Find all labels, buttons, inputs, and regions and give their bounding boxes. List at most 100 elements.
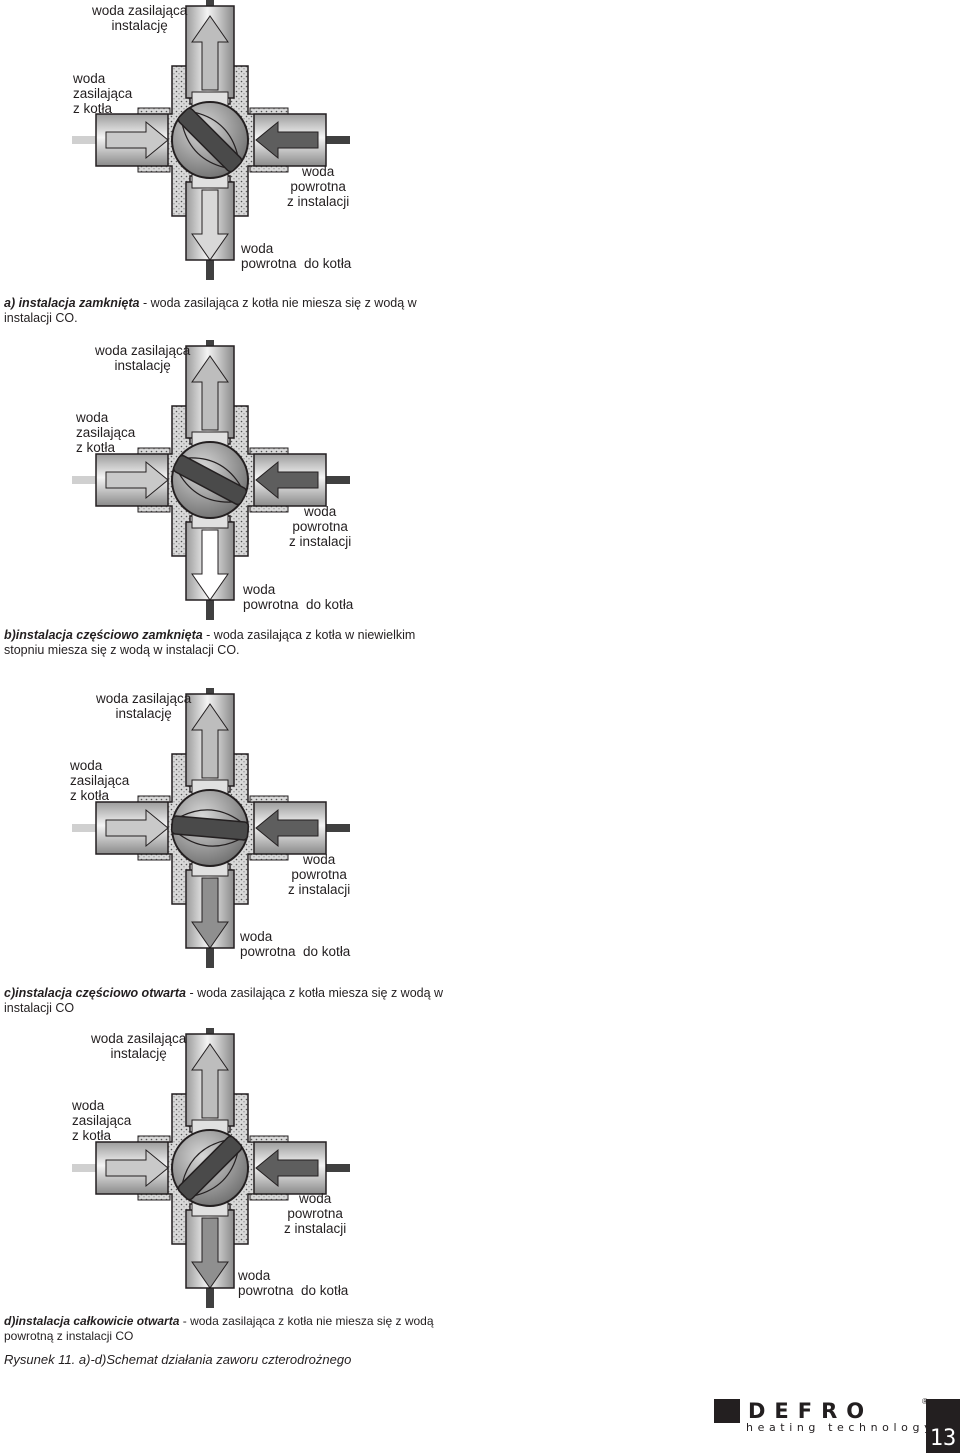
flange-left-bottom: [137, 505, 171, 513]
valve-diagram-c: [72, 688, 350, 968]
rotor-edge-left: [181, 1139, 225, 1183]
flange-right-bottom: [249, 165, 289, 173]
flange-left-top: [137, 1135, 171, 1143]
rotor-edge-left: [181, 125, 225, 169]
pipe-stub-bottom: [206, 1280, 214, 1308]
rotor-blade: [177, 1135, 243, 1201]
arrow-return-to-boiler: [191, 877, 229, 949]
rotor-blade: [170, 815, 250, 841]
valve-diagram-a: [72, 0, 350, 280]
caption-a-text: - woda zasilająca z kotła nie miesza się…: [4, 296, 417, 325]
page-number: 13: [926, 1399, 960, 1453]
registered-mark: ®: [922, 1397, 928, 1406]
caption-d: d)instalacja całkowicie otwarta - woda z…: [4, 1314, 459, 1344]
label-supply-to-install: woda zasilająca instalację: [92, 3, 188, 33]
arrow-supply-from-boiler: [105, 1148, 169, 1188]
arrow-return-from-install: [255, 460, 319, 500]
label-supply-to-install: woda zasilająca instalację: [95, 343, 191, 373]
flange-left-bottom: [137, 1193, 171, 1201]
arrow-supply-to-install: [191, 15, 229, 91]
pipe-stub-bottom: [206, 252, 214, 280]
arrow-supply-to-install: [191, 1043, 229, 1119]
caption-c-text: - woda zasilająca z kotła miesza się z w…: [4, 986, 444, 1015]
label-supply-from-boiler: woda zasilająca z kotła: [70, 758, 130, 803]
label-return-to-boiler: woda powrotna do kotła: [240, 929, 351, 959]
label-supply-from-boiler: woda zasilająca z kotła: [72, 1098, 132, 1143]
pipe-stub-right: [324, 136, 350, 144]
pipe-stub-bottom: [206, 592, 214, 620]
rotor-edge-left: [178, 833, 240, 847]
figure-caption: Rysunek 11. a)-d)Schemat działania zawor…: [4, 1352, 352, 1367]
caption-d-text: - woda zasilająca z kotła nie miesza się…: [4, 1314, 434, 1343]
arrow-return-to-boiler: [191, 189, 229, 261]
flange-right-top: [249, 107, 289, 115]
label-return-from-install: woda powrotna z instalacji: [288, 852, 351, 897]
flange-right-top: [249, 1135, 289, 1143]
rotor-edge-right: [195, 1153, 239, 1197]
flange-right-bottom: [249, 505, 289, 513]
label-supply-to-install: woda zasilająca instalację: [91, 1031, 187, 1061]
pipe-stub-left: [72, 1164, 98, 1172]
caption-c: c)instalacja częściowo otwarta - woda za…: [4, 986, 459, 1016]
valve-rotor: [177, 107, 243, 173]
valve-section-b: woda zasilająca instalację woda zasilają…: [0, 340, 960, 680]
label-return-from-install: woda powrotna z instalacji: [289, 504, 352, 549]
arrow-supply-from-boiler: [105, 120, 169, 160]
rotor-blade: [177, 107, 243, 173]
label-return-to-boiler: woda powrotna do kotła: [243, 582, 354, 612]
valve-section-a: woda zasilająca instalację woda zasilają…: [0, 0, 960, 340]
arrow-supply-to-install: [191, 355, 229, 431]
flange-right-top: [249, 795, 289, 803]
arrow-return-to-boiler: [191, 1217, 229, 1289]
rotor-edge-right: [187, 457, 242, 487]
flange-right-top: [249, 447, 289, 455]
caption-a-bold: a) instalacja zamknięta: [4, 296, 140, 310]
arrow-return-from-install: [255, 1148, 319, 1188]
pipe-stub-bottom: [206, 940, 214, 968]
brand-tagline: heating technology: [746, 1421, 936, 1434]
pipe-stub-right: [324, 476, 350, 484]
caption-b-text: - woda zasilająca z kotła w niewielkim s…: [4, 628, 416, 657]
arrow-supply-from-boiler: [105, 808, 169, 848]
pipe-stub-left: [72, 824, 98, 832]
valve-section-c: woda zasilająca instalację woda zasilają…: [0, 688, 960, 1028]
pipe-stub-right: [324, 1164, 350, 1172]
flange-left-top: [137, 447, 171, 455]
rotor-edge-right: [180, 809, 242, 823]
caption-d-bold: d)instalacja całkowicie otwarta: [4, 1314, 180, 1328]
arrow-return-from-install: [255, 808, 319, 848]
label-return-from-install: woda powrotna z instalacji: [287, 164, 350, 209]
caption-b: b)instalacja częściowo zamknięta - woda …: [4, 628, 459, 658]
caption-a: a) instalacja zamknięta - woda zasilając…: [4, 296, 459, 326]
arrow-return-to-boiler: [191, 529, 229, 601]
pipe-stub-left: [72, 476, 98, 484]
flange-left-top: [137, 795, 171, 803]
arrow-supply-from-boiler: [105, 460, 169, 500]
label-return-to-boiler: woda powrotna do kotła: [238, 1268, 349, 1298]
flange-right-bottom: [249, 1193, 289, 1201]
rotor-blade: [172, 454, 248, 506]
pipe-stub-left: [72, 136, 98, 144]
valve-rotor: [172, 454, 248, 506]
defro-logo: DEFRO ® heating technology 13: [714, 1397, 960, 1453]
valve-diagram-d: [72, 1028, 350, 1308]
flange-left-top: [137, 107, 171, 115]
label-supply-from-boiler: woda zasilająca z kotła: [73, 71, 133, 116]
rotor-edge-left: [178, 473, 233, 503]
brand-name: DEFRO: [748, 1399, 874, 1423]
valve-rotor: [170, 809, 250, 847]
pipe-stub-right: [324, 824, 350, 832]
rotor-edge-right: [195, 111, 239, 155]
caption-c-bold: c)instalacja częściowo otwarta: [4, 986, 187, 1000]
caption-b-bold: b)instalacja częściowo zamknięta: [4, 628, 203, 642]
flange-left-bottom: [137, 853, 171, 861]
flange-right-bottom: [249, 853, 289, 861]
arrow-supply-to-install: [191, 703, 229, 779]
valve-section-d: woda zasilająca instalację woda zasilają…: [0, 1028, 960, 1348]
label-return-from-install: woda powrotna z instalacji: [284, 1191, 347, 1236]
defro-logo-mark-icon: [714, 1399, 740, 1423]
valve-diagram-b: [72, 340, 350, 620]
label-supply-from-boiler: woda zasilająca z kotła: [76, 410, 136, 455]
label-supply-to-install: woda zasilająca instalację: [96, 691, 192, 721]
flange-left-bottom: [137, 165, 171, 173]
